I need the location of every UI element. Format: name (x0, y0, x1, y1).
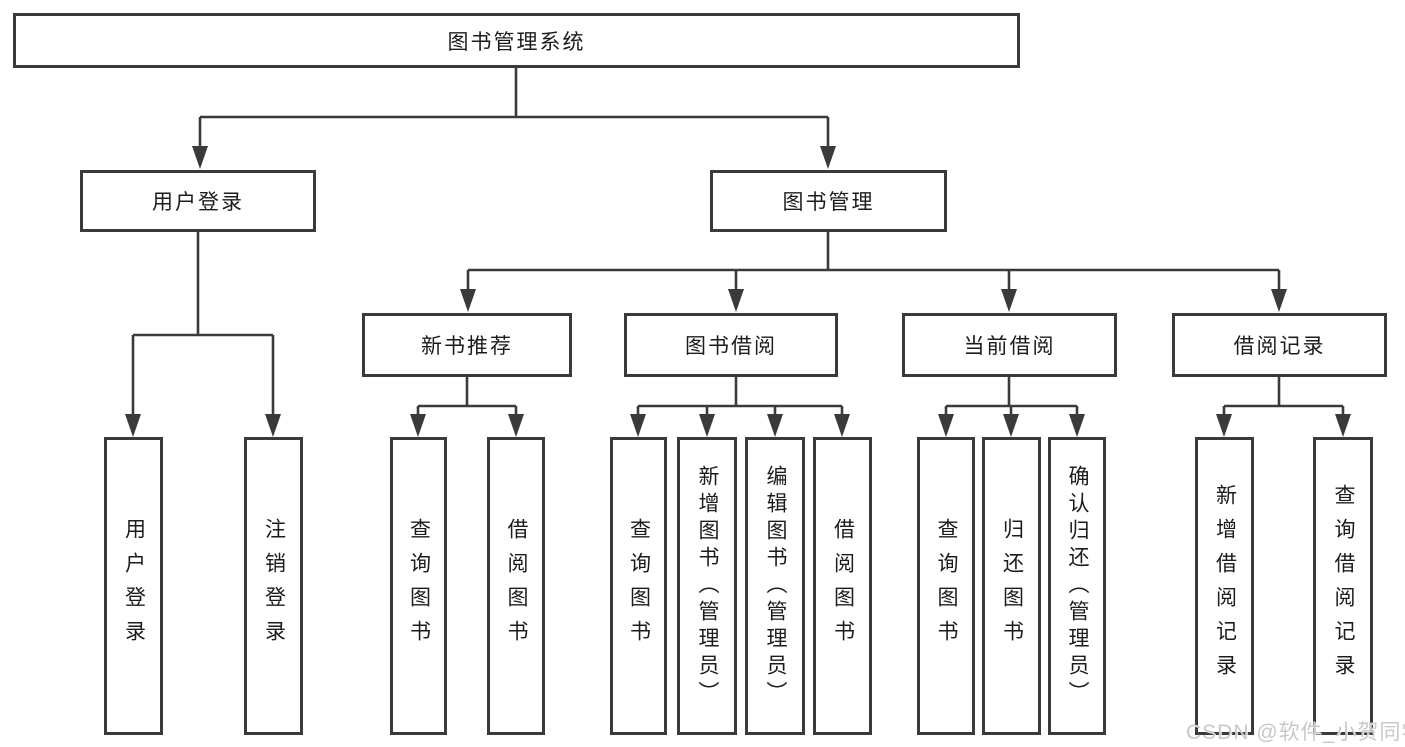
node-borrow-record: 借阅记录 (1172, 313, 1387, 377)
leaf-add-borrow-record: 新增借阅记录 (1195, 437, 1254, 735)
leaf-query-book-borrow: 查询图书 (610, 437, 667, 735)
leaf-return-book: 归还图书 (982, 437, 1041, 735)
csdn-watermark: CSDN @软件_小贺同学 (1186, 721, 1405, 744)
arrowheads (125, 146, 1351, 437)
leaf-query-book-current: 查询图书 (917, 437, 975, 735)
leaf-borrow-book-recommend: 借阅图书 (487, 437, 545, 735)
node-user-login: 用户登录 (80, 170, 316, 232)
leaf-query-borrow-record: 查询借阅记录 (1313, 437, 1373, 735)
node-root-library-system: 图书管理系统 (13, 13, 1020, 68)
leaf-borrow-book: 借阅图书 (813, 437, 872, 735)
node-current-borrow: 当前借阅 (902, 313, 1117, 377)
leaf-logout: 注销登录 (244, 437, 303, 735)
node-new-book-recommend: 新书推荐 (362, 313, 572, 377)
leaf-edit-book-admin: 编辑图书（管理员） (745, 437, 805, 735)
leaf-user-login: 用户登录 (104, 437, 163, 735)
leaf-confirm-return-admin: 确认归还（管理员） (1048, 437, 1106, 735)
leaf-query-book-recommend: 查询图书 (390, 437, 447, 735)
node-book-management: 图书管理 (710, 170, 947, 232)
node-book-borrow: 图书借阅 (624, 313, 838, 377)
leaf-add-book-admin: 新增图书（管理员） (677, 437, 737, 735)
